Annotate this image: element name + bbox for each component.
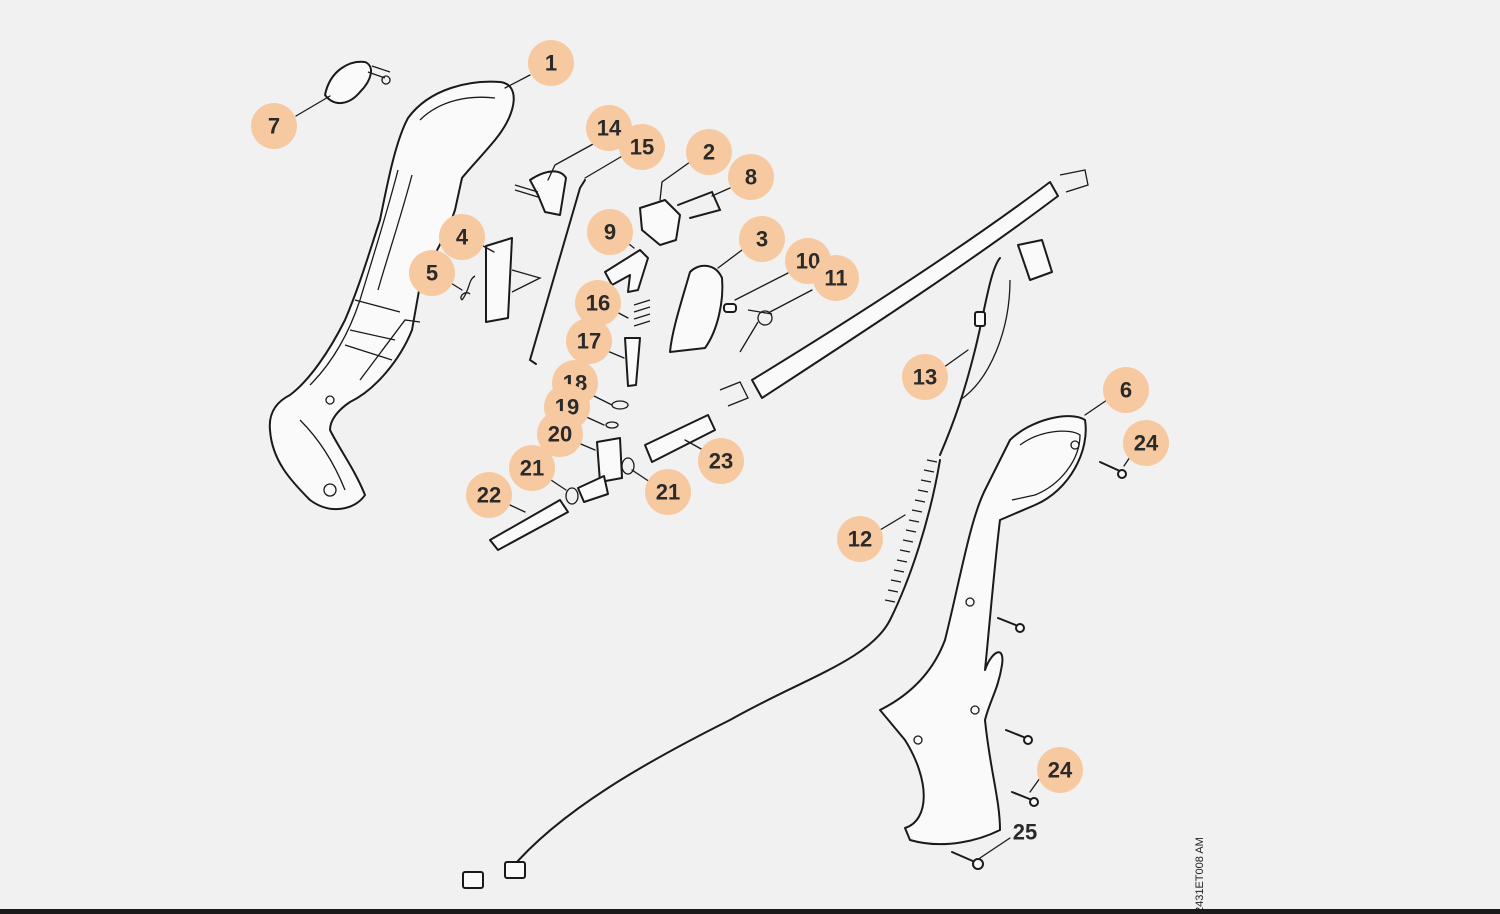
callout-6-label: 6 — [1120, 378, 1132, 403]
callout-14-label: 14 — [597, 116, 622, 141]
callout-16-label: 16 — [586, 291, 610, 316]
right-handle-housing — [879, 415, 1087, 846]
callout-6[interactable]: 6 — [1103, 367, 1149, 413]
screw-24-lower-a — [1005, 729, 1033, 745]
callout-13[interactable]: 13 — [902, 354, 948, 400]
trigger-part — [669, 264, 724, 353]
o-ring-18-part — [611, 400, 629, 410]
callout-12-label: 12 — [848, 527, 872, 552]
callout-20-label: 20 — [548, 422, 572, 447]
callout-24-top-label: 24 — [1134, 431, 1159, 456]
callout-20[interactable]: 20 — [537, 411, 583, 457]
drawing-reference: 2431ET008 AM — [1194, 837, 1206, 913]
valve-stem-part — [624, 337, 641, 387]
callout-22-label: 22 — [477, 483, 501, 508]
lever-arm-part — [604, 249, 649, 293]
screw-24-lower-b — [1011, 791, 1039, 807]
valve-sleeve-part — [596, 437, 623, 483]
axle-shaft-part — [489, 475, 609, 551]
callout-8-label: 8 — [745, 165, 757, 190]
switch-housing-part — [639, 199, 681, 246]
callout-24-bottom-label: 24 — [1048, 758, 1073, 783]
callout-8[interactable]: 8 — [728, 154, 774, 200]
threaded-bushing-part — [644, 414, 716, 463]
callout-11[interactable]: 11 — [813, 255, 859, 301]
bottom-border — [0, 909, 1500, 914]
throttle-lever-part — [514, 170, 567, 216]
callout-15[interactable]: 15 — [619, 124, 665, 170]
callout-17-label: 17 — [577, 329, 601, 354]
callout-25-label: 25 — [1013, 820, 1037, 845]
screw-24-top — [1099, 461, 1127, 479]
wire-clip-part — [677, 190, 722, 219]
callout-21-right-label: 21 — [656, 480, 680, 505]
callout-21-right[interactable]: 21 — [645, 469, 691, 515]
callout-4-label: 4 — [456, 225, 469, 250]
screw-25 — [951, 851, 984, 870]
air-hose-part — [719, 169, 1089, 407]
callout-13-label: 13 — [913, 365, 937, 390]
throttle-cable-part — [462, 459, 941, 889]
callout-23-label: 23 — [709, 449, 733, 474]
callout-4[interactable]: 4 — [439, 214, 485, 260]
compression-spring-part — [633, 299, 651, 327]
callout-9[interactable]: 9 — [587, 209, 633, 255]
callout-25[interactable]: 25 — [1013, 820, 1037, 845]
callout-5[interactable]: 5 — [409, 250, 455, 296]
callout-24-bottom[interactable]: 24 — [1037, 747, 1083, 793]
end-cap-part — [324, 60, 391, 104]
pin-part — [723, 303, 737, 313]
callout-5-label: 5 — [426, 261, 438, 286]
throttle-rod-part — [528, 179, 586, 365]
callout-22[interactable]: 22 — [466, 472, 512, 518]
callout-23[interactable]: 23 — [698, 438, 744, 484]
callout-15-label: 15 — [630, 135, 654, 160]
callout-21-left-label: 21 — [520, 456, 544, 481]
callout-7-label: 7 — [268, 114, 280, 139]
left-handle-housing — [268, 80, 515, 511]
slide-plate-part — [485, 237, 542, 323]
callout-24-top[interactable]: 24 — [1123, 420, 1169, 466]
callout-21-left[interactable]: 21 — [509, 445, 555, 491]
callout-7[interactable]: 7 — [251, 103, 297, 149]
spring-clip-part — [460, 275, 476, 301]
wire-harness-part — [939, 239, 1053, 456]
callout-12[interactable]: 12 — [837, 516, 883, 562]
screw-24-middle — [997, 617, 1025, 633]
callout-1-label: 1 — [545, 51, 557, 76]
o-ring-19-part — [605, 421, 619, 429]
callout-11-label: 11 — [824, 266, 847, 291]
callout-16[interactable]: 16 — [575, 280, 621, 326]
washer-left-part — [565, 487, 579, 505]
callout-3-label: 3 — [756, 227, 768, 252]
callout-9-label: 9 — [604, 220, 616, 245]
callout-2-label: 2 — [703, 140, 715, 165]
washer-right-part — [621, 457, 635, 475]
callout-2[interactable]: 2 — [686, 129, 732, 175]
callout-1[interactable]: 1 — [528, 40, 574, 86]
callout-3[interactable]: 3 — [739, 216, 785, 262]
callout-17[interactable]: 17 — [566, 318, 612, 364]
torsion-spring-part — [739, 309, 773, 353]
